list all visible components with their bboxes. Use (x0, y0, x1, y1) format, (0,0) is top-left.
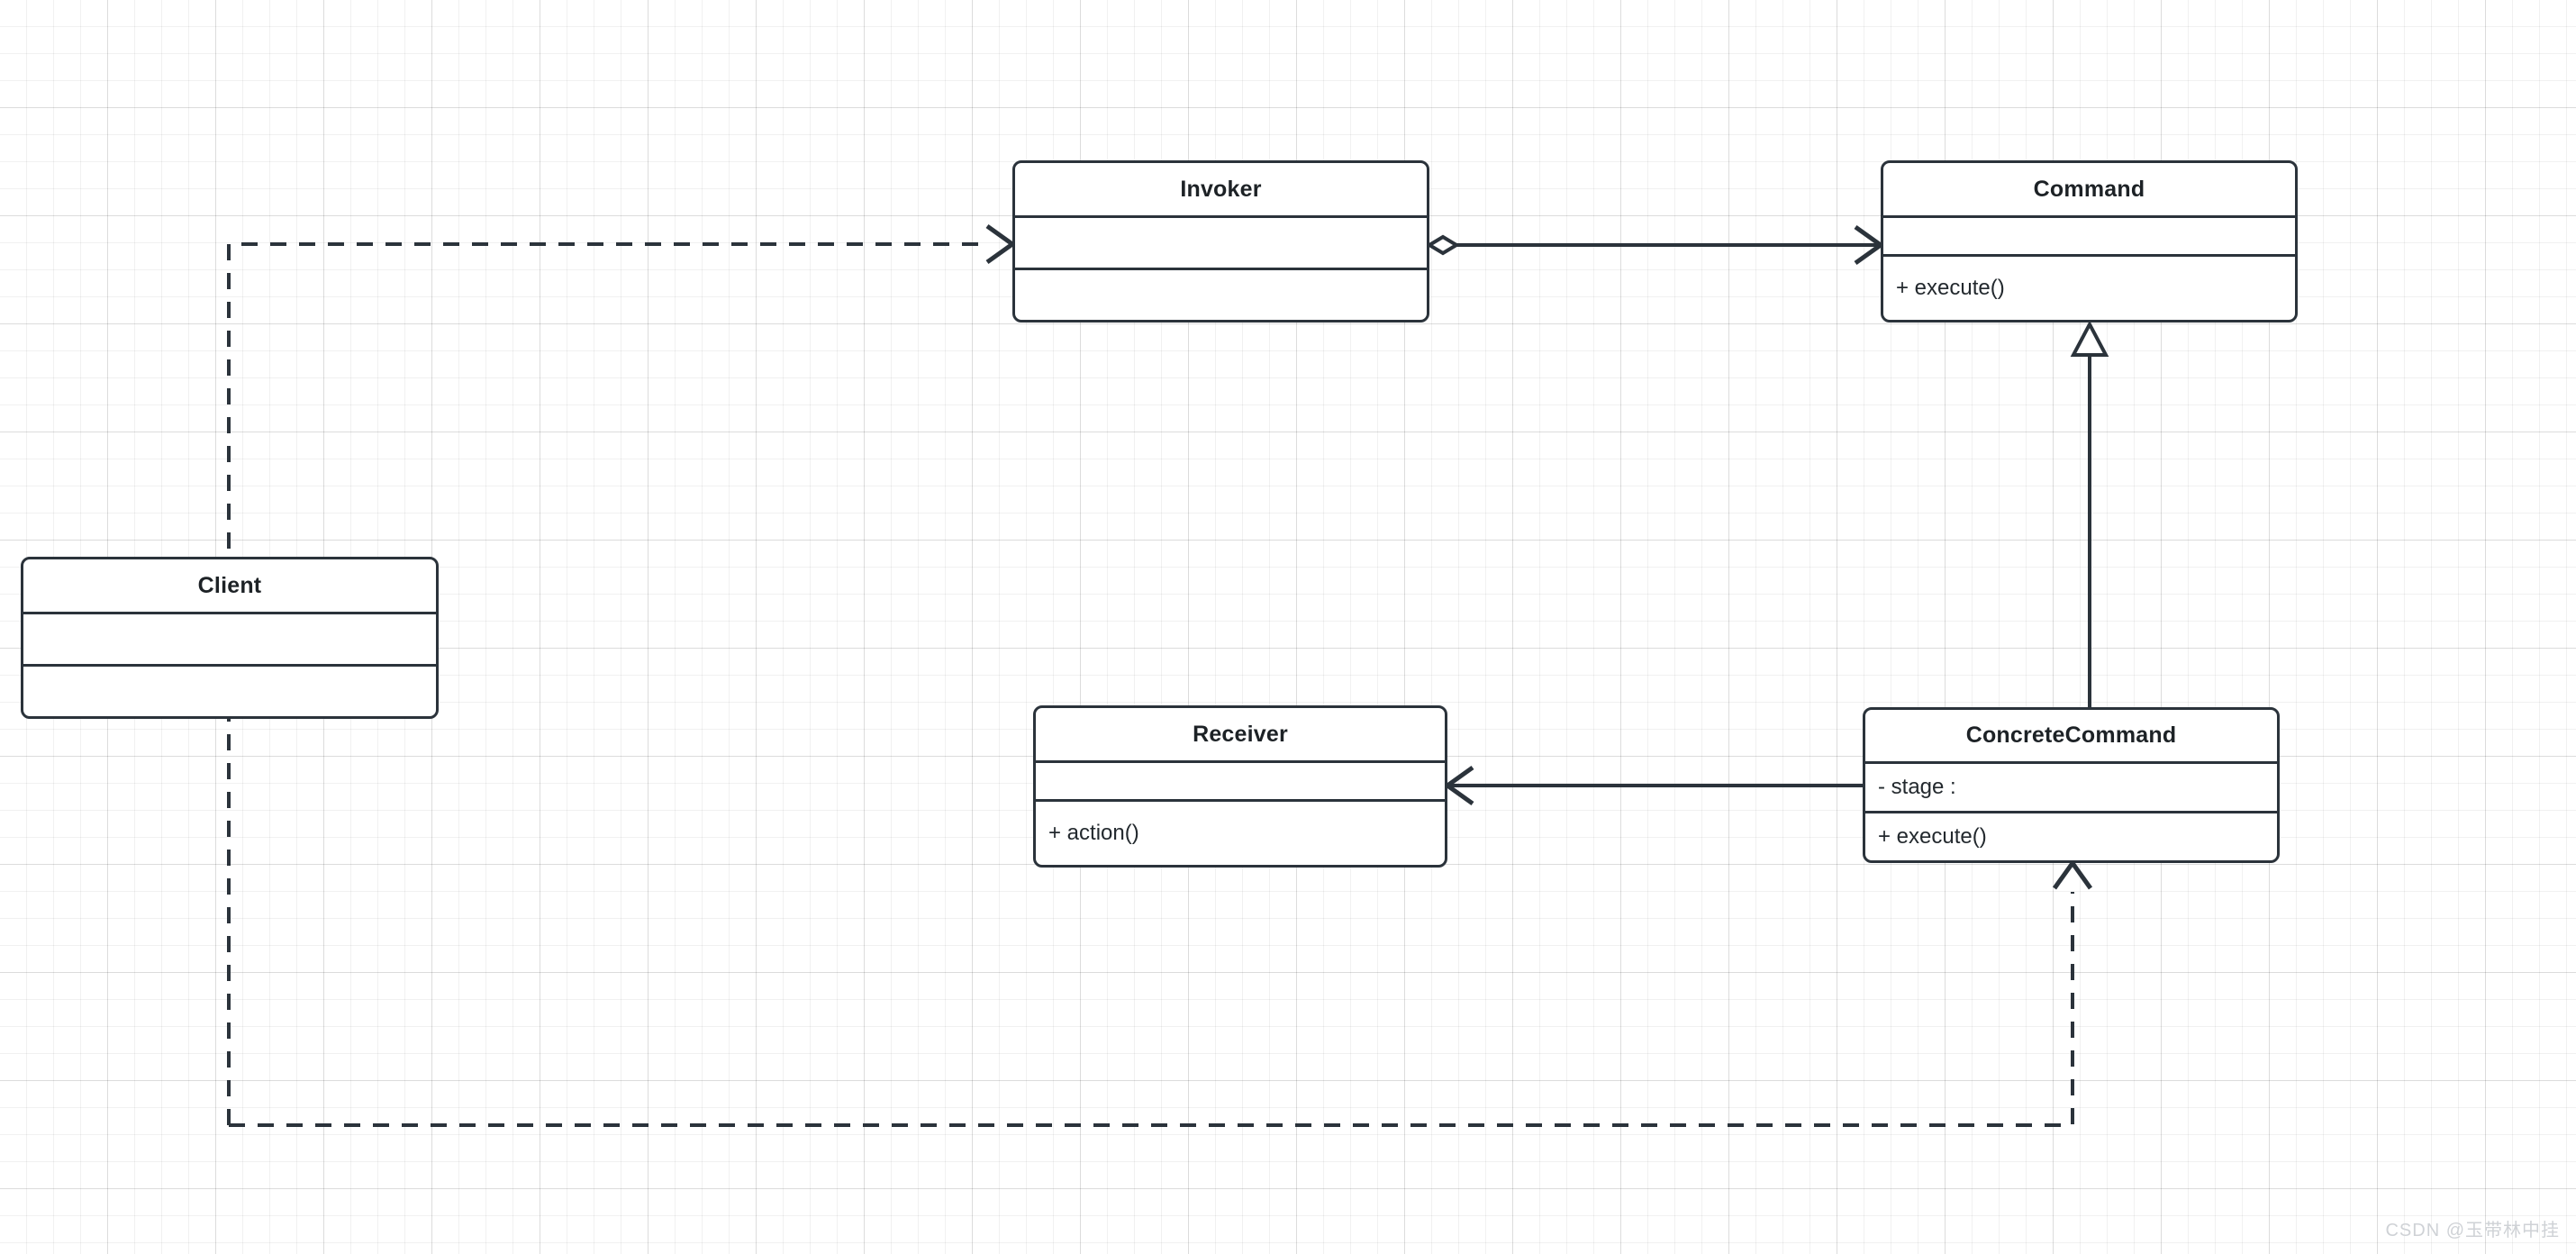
class-operations-concretecommand: + execute() (1865, 811, 2277, 860)
class-name-command: Command (2033, 176, 2145, 202)
operation-item: + action() (1048, 821, 1139, 845)
relation-client-to-concretecommand[interactable] (229, 859, 2093, 1127)
relation-concretecommand-to-receiver[interactable] (1443, 765, 1863, 806)
class-operations-command: + execute() (1883, 254, 2295, 320)
class-name-client: Client (197, 572, 262, 598)
class-attributes-receiver (1036, 760, 1445, 799)
operation-item: + execute() (1896, 276, 2005, 300)
relation-concretecommand-to-command[interactable] (2070, 320, 2109, 707)
class-box-client[interactable]: Client (21, 557, 439, 719)
concretecommand-to-receiver-arrowhead (1443, 765, 1474, 806)
watermark: CSDN @玉带林中挂 (2385, 1221, 2560, 1240)
class-name-invoker: Invoker (1180, 176, 1262, 202)
class-operations-invoker (1015, 268, 1427, 320)
class-box-concretecommand[interactable]: ConcreteCommand - stage : + execute() (1863, 707, 2280, 863)
client-to-concretecommand-line (229, 892, 2074, 1127)
operation-item: + execute() (1878, 824, 1987, 849)
relation-invoker-to-command[interactable] (1426, 224, 1885, 266)
class-attributes-command (1883, 215, 2295, 254)
class-box-command[interactable]: Command + execute() (1881, 160, 2298, 323)
invoker-aggregation-diamond (1426, 234, 1460, 256)
class-operations-receiver: + action() (1036, 799, 1445, 865)
class-attributes-client (23, 612, 436, 664)
client-to-invoker-arrowhead (985, 223, 1017, 265)
invoker-to-command-arrowhead (1854, 224, 1885, 266)
attribute-item: - stage : (1878, 775, 1956, 799)
class-operations-client (23, 664, 436, 716)
class-attributes-invoker (1015, 215, 1427, 268)
class-box-invoker[interactable]: Invoker (1012, 160, 1429, 323)
class-attributes-concretecommand: - stage : (1865, 761, 2277, 811)
generalization-triangle (2070, 320, 2109, 357)
client-to-concretecommand-arrowhead (2052, 859, 2093, 890)
class-box-receiver[interactable]: Receiver + action() (1033, 705, 1447, 868)
class-name-concretecommand: ConcreteCommand (1965, 722, 2177, 748)
class-name-receiver: Receiver (1193, 721, 1288, 747)
